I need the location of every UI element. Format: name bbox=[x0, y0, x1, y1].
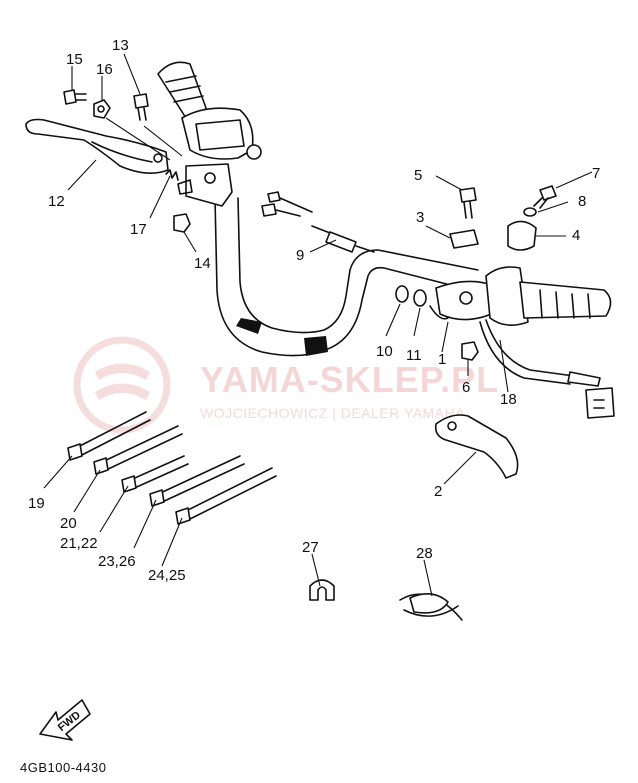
bolt-7 bbox=[533, 185, 557, 209]
leader-lines bbox=[43, 53, 593, 597]
bolt-5 bbox=[459, 187, 477, 219]
clamp-3 bbox=[449, 229, 479, 249]
callout-18: 18 bbox=[500, 391, 517, 408]
nut-14 bbox=[173, 213, 191, 233]
holder-4 bbox=[507, 220, 537, 251]
callout-28: 28 bbox=[416, 545, 433, 562]
callout-1: 1 bbox=[438, 351, 446, 368]
callout-7: 7 bbox=[592, 165, 600, 182]
right-grip bbox=[485, 266, 612, 326]
callout-13: 13 bbox=[112, 37, 129, 54]
collar-10-11 bbox=[395, 285, 427, 307]
diagram-code: 4GB100-4430 bbox=[20, 760, 106, 775]
callout-21-22: 21,22 bbox=[60, 535, 98, 552]
lever-holder-right bbox=[429, 280, 497, 321]
throttle-grip bbox=[157, 61, 262, 160]
washer-8 bbox=[523, 207, 537, 217]
callout-20: 20 bbox=[60, 515, 77, 532]
watermark-logo bbox=[73, 336, 171, 434]
callout-19: 19 bbox=[28, 495, 45, 512]
callout-16: 16 bbox=[96, 61, 113, 78]
handlebar bbox=[214, 197, 479, 357]
callout-11: 11 bbox=[406, 347, 422, 364]
lever-left bbox=[25, 118, 169, 174]
callout-labels: 15 16 13 12 17 14 9 5 3 7 8 4 10 11 1 6 … bbox=[28, 37, 600, 584]
callout-24-25: 24,25 bbox=[148, 567, 186, 584]
callout-14: 14 bbox=[194, 255, 211, 272]
callout-15: 15 bbox=[66, 51, 83, 68]
clamp-28 bbox=[399, 593, 463, 621]
callout-5: 5 bbox=[414, 167, 422, 184]
callout-8: 8 bbox=[578, 193, 586, 210]
spring-17 bbox=[165, 169, 179, 181]
watermark-subtitle: WOJCIECHOWICZ | DEALER YAMAHA bbox=[200, 405, 465, 421]
callout-3: 3 bbox=[416, 209, 424, 226]
fwd-direction-arrow: FWD bbox=[39, 699, 91, 741]
callout-4: 4 bbox=[572, 227, 580, 244]
bolt-15 bbox=[63, 89, 87, 105]
nut-6 bbox=[461, 341, 479, 361]
nut-16 bbox=[93, 99, 111, 119]
callout-12: 12 bbox=[48, 193, 65, 210]
callout-10: 10 bbox=[376, 343, 393, 360]
switch-cable bbox=[479, 319, 615, 419]
callout-9: 9 bbox=[296, 247, 304, 264]
throttle-cable bbox=[261, 191, 375, 253]
bolt-13 bbox=[133, 93, 149, 121]
watermark: YAMA-SKLEP.PL WOJCIECHOWICZ | DEALER YAM… bbox=[73, 336, 499, 434]
callout-2: 2 bbox=[434, 483, 442, 500]
watermark-title: YAMA-SKLEP.PL bbox=[200, 359, 499, 400]
clip-27 bbox=[309, 579, 335, 601]
callout-27: 27 bbox=[302, 539, 319, 556]
callout-23-26: 23,26 bbox=[98, 553, 136, 570]
cable-ties bbox=[67, 411, 277, 525]
lever-holder-left bbox=[177, 163, 233, 207]
callout-17: 17 bbox=[130, 221, 147, 238]
callout-6: 6 bbox=[462, 379, 470, 396]
lever-right bbox=[434, 414, 519, 479]
